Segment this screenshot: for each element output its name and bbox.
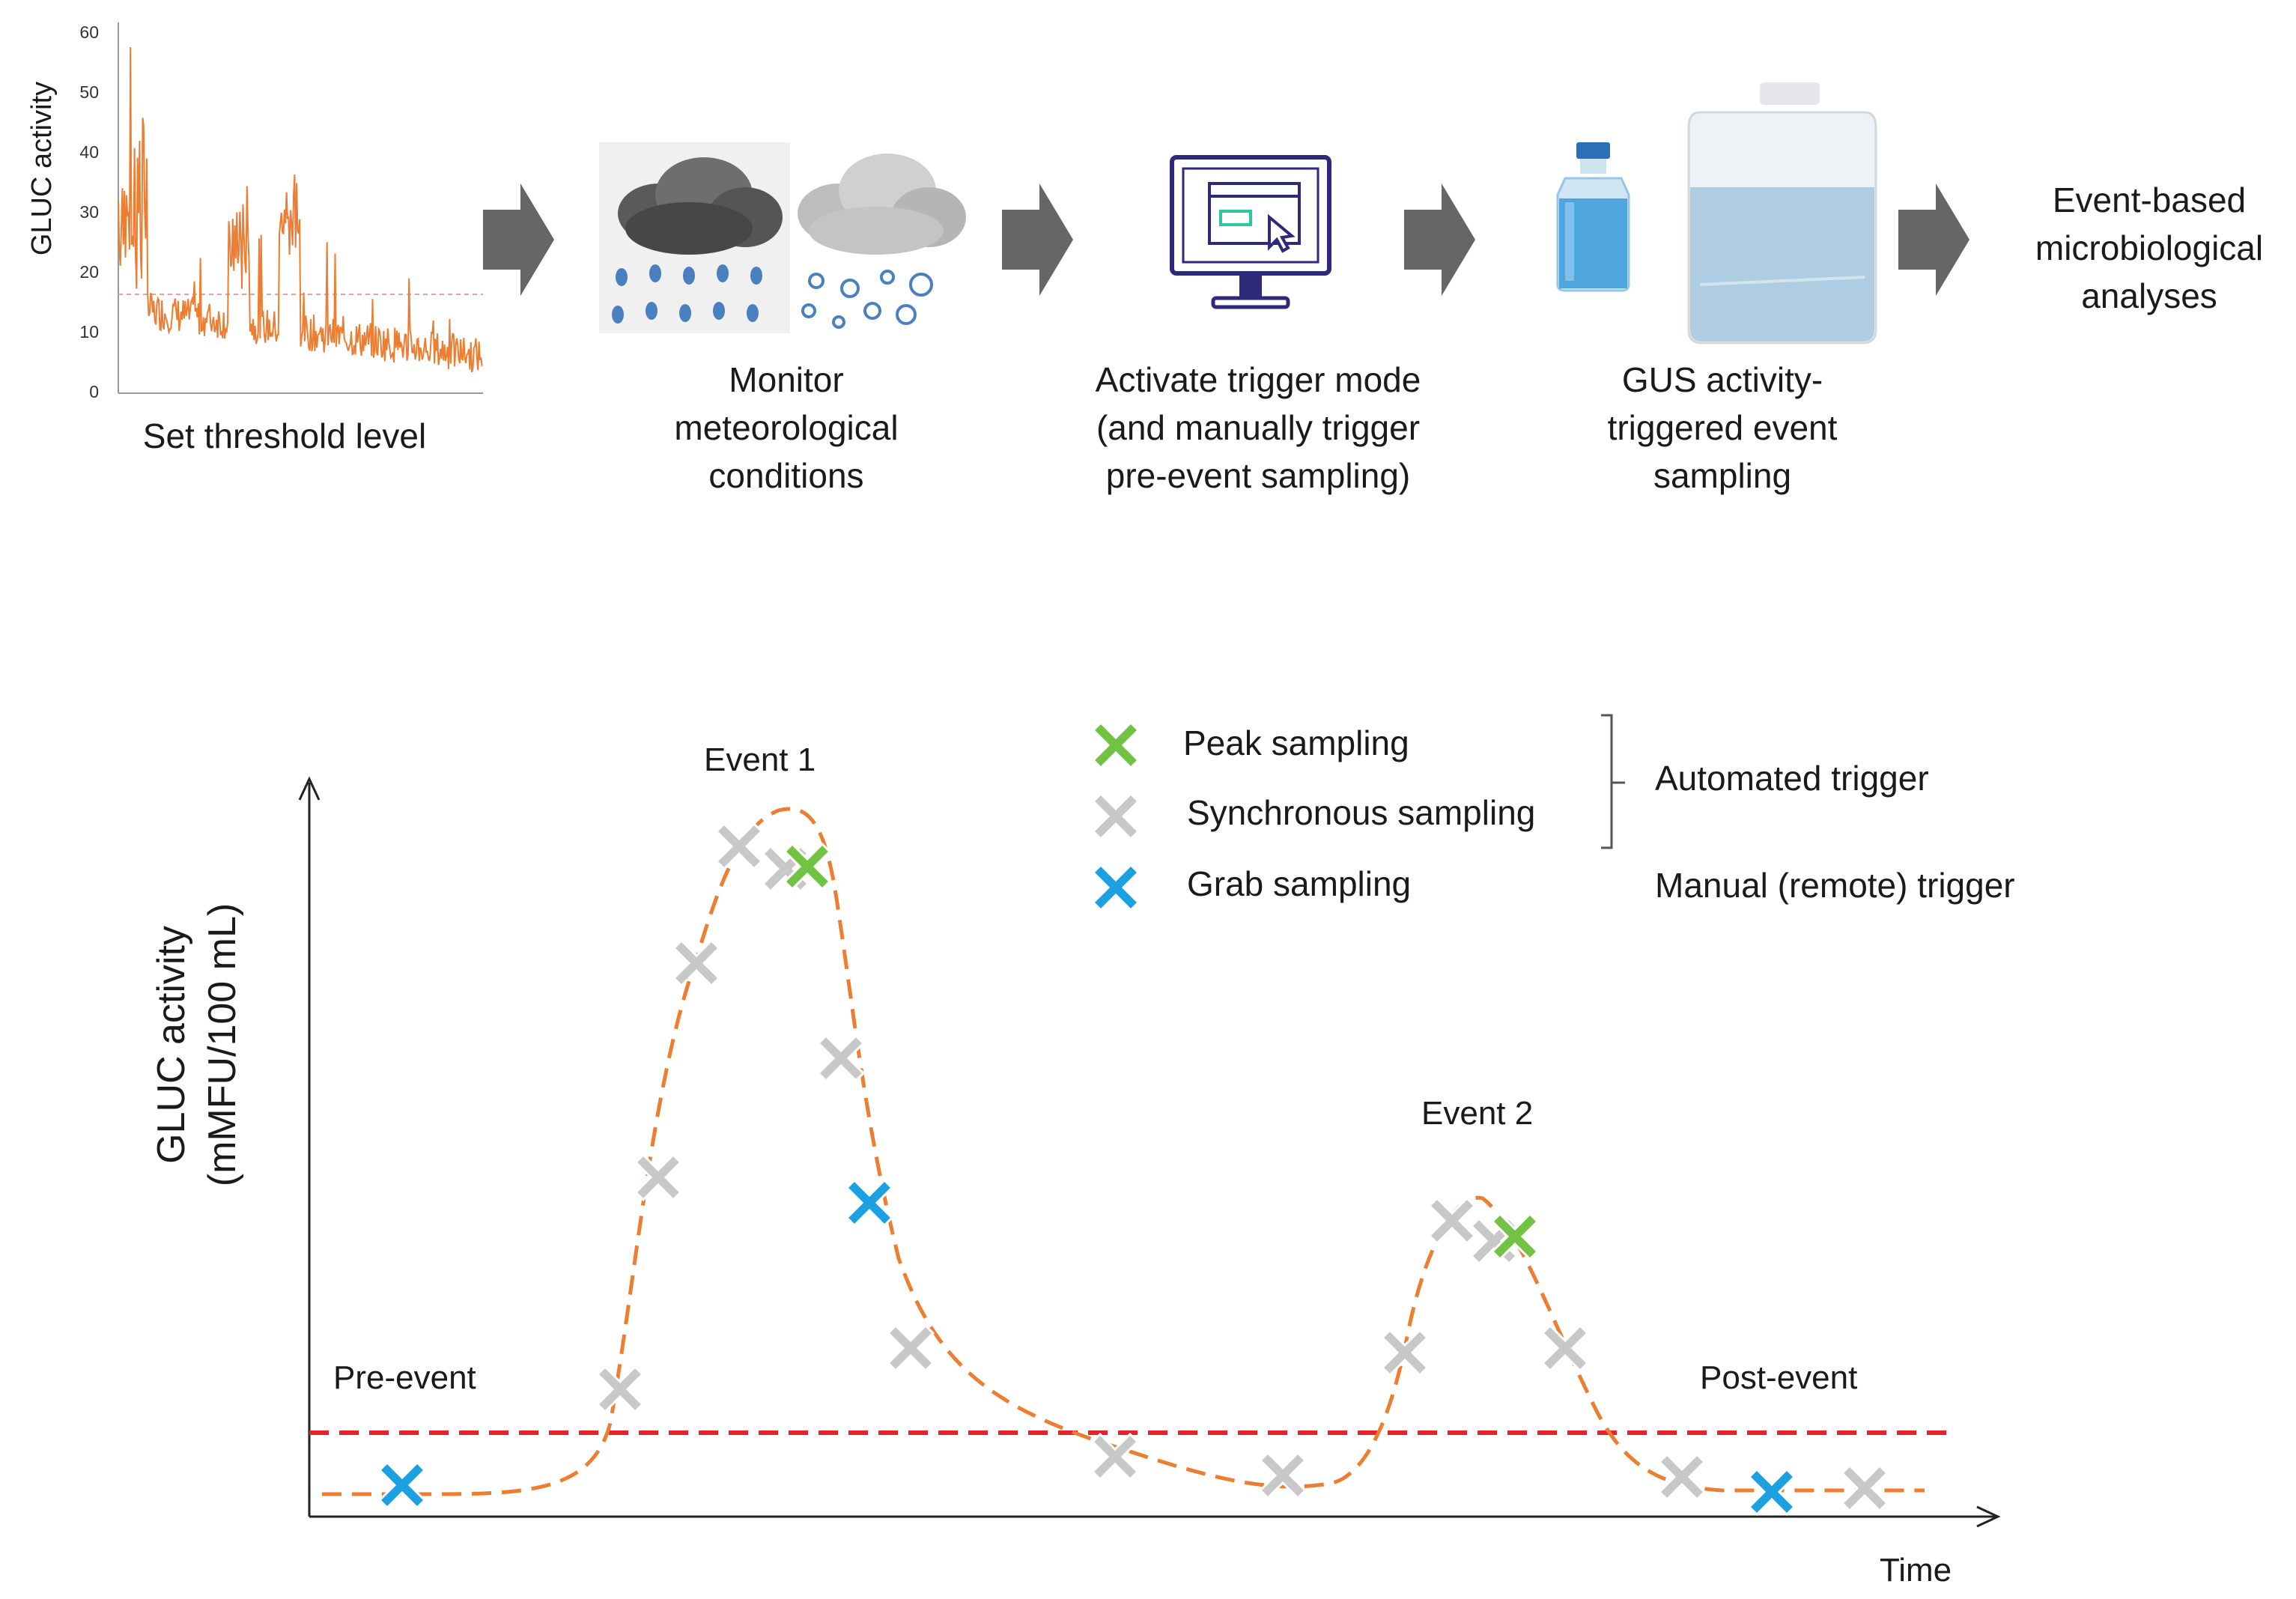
sampling-step: GUS activity- triggered event sampling <box>1528 82 1917 517</box>
synchronous-sample-marker <box>1258 1451 1308 1500</box>
grab-sample-marker <box>845 1178 894 1228</box>
step-label-line: GUS activity- <box>1621 360 1823 399</box>
mini-chart-ytick: 60 <box>79 22 99 42</box>
marker-shape <box>1091 720 1141 770</box>
annotation-event-2: Event 2 <box>1421 1095 1534 1132</box>
step-label-weather: Monitor meteorological conditions <box>599 356 974 500</box>
large-container-icon <box>1687 82 1877 345</box>
peak-sample-marker <box>1490 1212 1540 1261</box>
trigger-step: Activate trigger mode (and manually trig… <box>1063 142 1453 517</box>
grab-sample-marker <box>377 1460 427 1510</box>
flow-arrow-icon <box>1404 183 1475 296</box>
step-label-trigger: Activate trigger mode (and manually trig… <box>1063 356 1453 500</box>
mini-chart-ytick: 0 <box>89 382 99 401</box>
synchronous-sample-marker <box>595 1365 645 1414</box>
legend-label-synchronous: Synchronous sampling <box>1187 793 1536 832</box>
marker-shape <box>1091 863 1141 912</box>
step-label-sampling: GUS activity- triggered event sampling <box>1528 356 1917 500</box>
step-label-line: Activate trigger mode <box>1095 360 1421 399</box>
sample-markers <box>377 822 1889 1517</box>
step-label-line: microbiological <box>2035 228 2264 267</box>
activity-curve <box>322 807 1925 1496</box>
step-label-line: analyses <box>2081 276 2217 315</box>
mini-chart-ytick: 50 <box>79 82 99 102</box>
synchronous-sample-marker <box>672 938 721 988</box>
synchronous-sample-marker <box>1657 1452 1707 1502</box>
mini-chart-plot <box>118 22 483 394</box>
mini-chart-ytick: 20 <box>79 262 99 282</box>
synchronous-sample-marker <box>1840 1463 1889 1513</box>
step-label-line: sampling <box>1653 456 1792 495</box>
synchronous-sample-marker <box>1540 1323 1590 1373</box>
gray-x-marker-icon <box>1091 792 1141 841</box>
x-axis-arrowhead <box>1976 1505 2001 1528</box>
computer-monitor-icon <box>1170 155 1331 309</box>
step-label-line: (and manually trigger <box>1096 408 1421 447</box>
step-label-line: Monitor <box>729 360 844 399</box>
annotation-event-1: Event 1 <box>704 741 816 778</box>
synchronous-sample-marker <box>634 1153 683 1202</box>
small-bottle-icon <box>1556 142 1630 292</box>
snow-cloud-icon <box>798 154 966 329</box>
step-label-line: triggered event <box>1607 408 1838 447</box>
synchronous-sample-marker <box>886 1323 935 1373</box>
step-label-line: Event-based <box>2052 180 2247 219</box>
green-x-marker-icon <box>1091 720 1141 770</box>
synchronous-sample-marker <box>1090 1432 1140 1481</box>
mini-chart-ytick: 10 <box>79 322 99 342</box>
legend-label-peak: Peak sampling <box>1183 723 1409 762</box>
grab-sample-marker <box>1747 1467 1797 1517</box>
step-label-line: Set threshold level <box>142 416 427 455</box>
legend: Peak sampling Synchronous sampling Grab … <box>1071 711 2082 936</box>
legend-bracket <box>1601 714 1625 849</box>
step-label-line: pre-event sampling) <box>1105 456 1411 495</box>
x-axis-label: Time <box>1880 1552 1952 1589</box>
step-label-line: meteorological <box>674 408 899 447</box>
weather-icons: Monitor meteorological conditions <box>599 135 974 495</box>
flow-arrow-icon <box>483 183 554 296</box>
step-label-analyses: Event-based microbiological analyses <box>2014 176 2284 320</box>
marker-shape <box>1091 792 1141 841</box>
step-label-threshold: Set threshold level <box>97 412 472 460</box>
mini-chart-series-line <box>118 46 483 373</box>
legend-label-grab: Grab sampling <box>1187 864 1412 903</box>
mini-chart-ytick: 30 <box>79 202 99 222</box>
synchronous-sample-marker <box>1380 1328 1430 1377</box>
step-label-line: conditions <box>708 456 864 495</box>
synchronous-sample-marker <box>816 1034 866 1083</box>
blue-x-marker-icon <box>1091 863 1141 912</box>
annotation-post-event: Post-event <box>1700 1359 1858 1396</box>
legend-automated-trigger: Automated trigger <box>1655 759 1929 798</box>
flow-arrow-icon <box>1898 183 1969 296</box>
y-axis-arrowhead <box>298 776 321 801</box>
synchronous-sample-marker <box>1427 1196 1477 1245</box>
legend-manual-trigger: Manual (remote) trigger <box>1655 866 2015 905</box>
rain-cloud-icon <box>599 142 790 333</box>
peak-sample-marker <box>783 842 832 891</box>
synchronous-sample-marker <box>714 822 764 871</box>
flow-arrow-icon <box>1002 183 1073 296</box>
mini-chart-ytick: 40 <box>79 142 99 162</box>
annotation-pre-event: Pre-event <box>333 1359 476 1396</box>
threshold-chart: GLUC activity 60 50 40 30 20 10 0 Set th… <box>0 0 509 455</box>
